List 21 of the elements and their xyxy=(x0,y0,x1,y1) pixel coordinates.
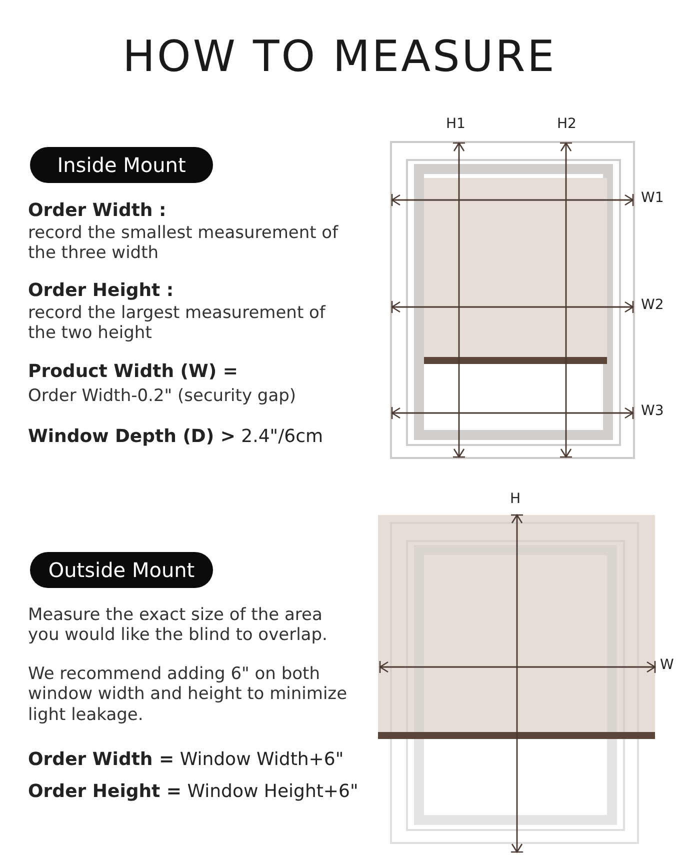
dimension-label: W xyxy=(660,657,674,674)
formula-text: Window Depth (D) > 2.4"/6cm xyxy=(28,426,324,448)
heading-text: Product Width (W) = xyxy=(28,361,238,383)
body-text: record the smallest measurement of the three width xyxy=(28,223,340,264)
title: HOW TO MEASURE xyxy=(122,32,558,84)
body-text: record the largest measurement of the two height xyxy=(28,303,327,344)
dimension-label: W3 xyxy=(641,403,664,420)
formula-text: Order Width = Window Width+6" xyxy=(28,749,344,771)
body-text: Measure the exact size of the area you would like the blind to overlap. xyxy=(28,605,328,646)
dimension-label: W1 xyxy=(641,190,664,207)
section-badge: Outside Mount xyxy=(30,552,213,588)
dimension-label: H xyxy=(510,491,521,508)
heading-text: Order Width : xyxy=(28,200,166,222)
heading-text: Order Height : xyxy=(28,280,174,302)
dimension-label: W2 xyxy=(641,297,664,314)
body-text: We recommend adding 6" on both window width and height to minimize light leakage. xyxy=(28,664,348,726)
body-text: Order Width-0.2" (security gap) xyxy=(28,386,296,406)
dimension-label: H2 xyxy=(557,116,576,133)
formula-text: Order Height = Window Height+6" xyxy=(28,781,358,803)
section-badge: Inside Mount xyxy=(30,147,213,183)
dimension-label: H1 xyxy=(446,116,466,133)
